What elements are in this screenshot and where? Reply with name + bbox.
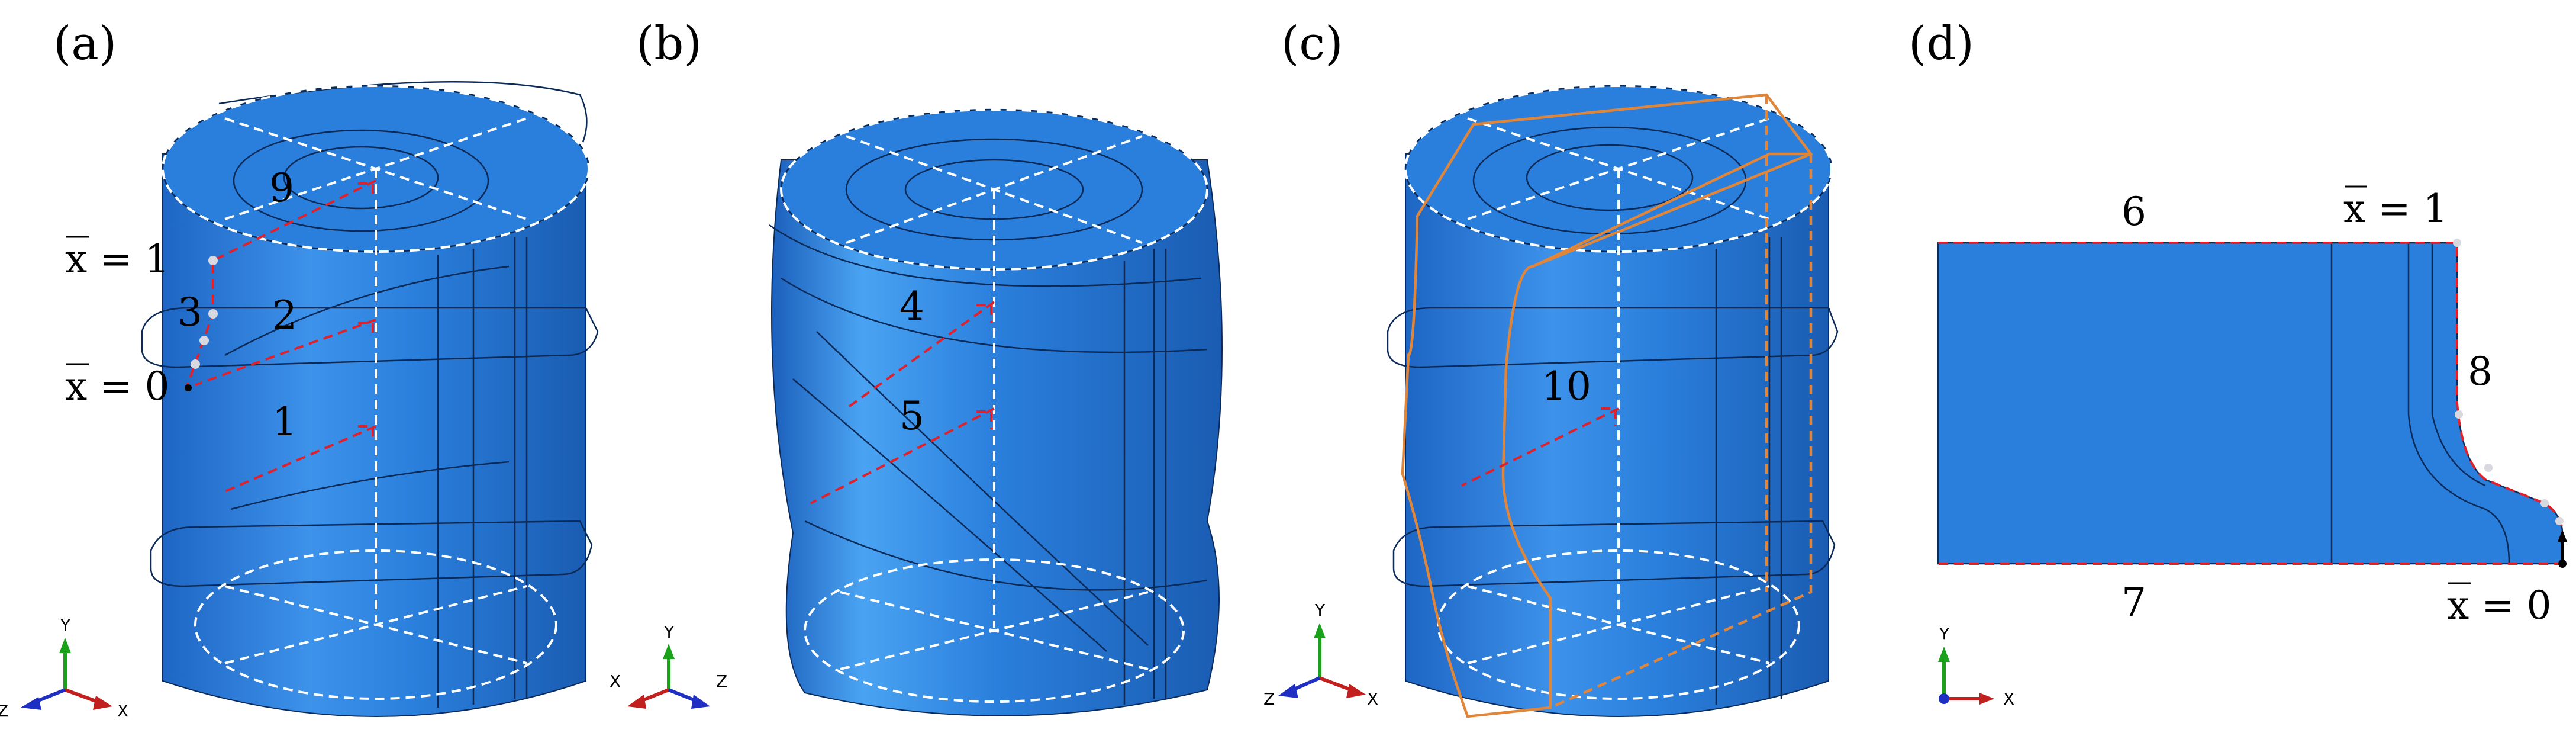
- panel-a: (a): [0, 17, 599, 721]
- panel-d-label: (d): [1908, 17, 1974, 70]
- panel-d: (d) 6 8 7 x = 1 x = 0: [1908, 17, 2567, 709]
- triad-d: Y X: [1938, 624, 2014, 709]
- panel-c: (c) 10: [1263, 17, 1839, 718]
- triad-b-z: Z: [716, 671, 727, 691]
- panel-b: (b) 4 5: [610, 17, 1223, 716]
- label-3: 3: [178, 290, 202, 335]
- panel-a-body: [141, 81, 599, 717]
- triad-a-z: Z: [0, 701, 8, 721]
- label-8: 8: [2468, 349, 2493, 394]
- label-2: 2: [272, 293, 297, 338]
- triad-b: Y X Z: [610, 622, 727, 709]
- triad-a: Y Z X: [0, 615, 128, 721]
- label-4: 4: [899, 284, 924, 329]
- triad-a-y: Y: [60, 615, 71, 635]
- panel-b-body: [769, 108, 1223, 716]
- triad-b-y: Y: [663, 622, 675, 642]
- triad-c-z: Z: [1263, 689, 1275, 709]
- xbar-label-d-0: x = 0: [2447, 583, 2551, 628]
- xbar-label-a-1: x = 1: [65, 236, 169, 282]
- triad-d-y: Y: [1939, 624, 1950, 644]
- label-6: 6: [2122, 189, 2146, 234]
- label-5: 5: [899, 393, 924, 439]
- triad-c-x: X: [1367, 689, 1378, 709]
- panel-c-label: (c): [1281, 17, 1343, 70]
- xbar-label-d-1: x = 1: [2343, 186, 2448, 232]
- panel-d-section: [1937, 239, 2567, 568]
- triad-a-x: X: [117, 701, 128, 721]
- panel-a-label: (a): [53, 17, 117, 70]
- label-1: 1: [272, 399, 297, 445]
- panel-c-body: [1387, 85, 1839, 718]
- label-7: 7: [2122, 580, 2146, 625]
- label-9: 9: [269, 165, 294, 211]
- triad-c: Y Z X: [1263, 600, 1378, 709]
- triad-d-x: X: [2003, 689, 2014, 709]
- xbar-label-a-0: x = 0: [65, 364, 169, 409]
- triad-c-y: Y: [1314, 600, 1326, 620]
- panel-b-label: (b): [636, 17, 702, 70]
- triad-b-x: X: [610, 671, 621, 691]
- label-10: 10: [1542, 364, 1591, 409]
